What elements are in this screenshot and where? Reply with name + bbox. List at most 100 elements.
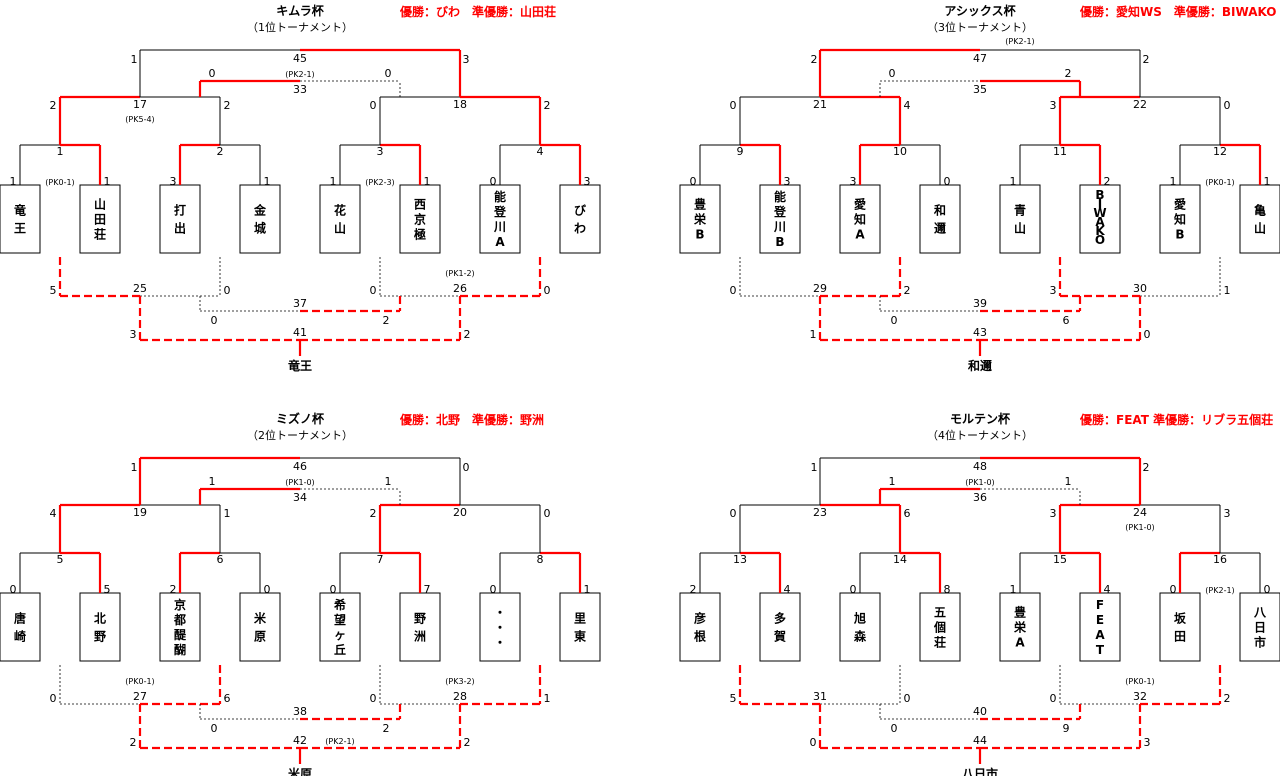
- team-box: [319, 184, 361, 254]
- match-number: 39: [973, 297, 987, 310]
- team-box: [999, 592, 1041, 662]
- match-number: 12: [1213, 145, 1227, 158]
- team-box: [1159, 184, 1201, 254]
- pk-result: (PK0-1): [125, 677, 154, 686]
- team-score: 8: [944, 583, 951, 596]
- match-score: 6: [1063, 314, 1070, 327]
- match-score: 2: [1143, 53, 1150, 66]
- team-box: [679, 184, 721, 254]
- team-score: 2: [690, 583, 697, 596]
- team-name: 打出: [174, 202, 186, 235]
- team-name: 彦根: [694, 610, 706, 643]
- team-box: [79, 184, 121, 254]
- match-number: 7: [377, 553, 384, 566]
- match-number: 32: [1133, 690, 1147, 703]
- team-score: 1: [10, 175, 17, 188]
- winners-text: 優勝：びわ 準優勝：山田荘: [399, 4, 556, 19]
- team-name: 野洲: [414, 611, 426, 643]
- match-score: 0: [209, 67, 216, 80]
- match-score: 1: [209, 475, 216, 488]
- match-score: 0: [730, 99, 737, 112]
- match-score: 6: [224, 692, 231, 705]
- team-name: 坂田: [1174, 610, 1187, 643]
- bracket-subtitle: （2位トーナメント）: [247, 428, 353, 442]
- match-score: 2: [130, 736, 137, 749]
- match-score: 3: [1050, 99, 1057, 112]
- match-number: 25: [133, 282, 147, 295]
- team-box: [839, 184, 881, 254]
- match-score: 3: [1144, 736, 1151, 749]
- match-score: 0: [730, 284, 737, 297]
- team-name: 竜王: [14, 202, 26, 235]
- match-score: 2: [50, 99, 57, 112]
- match-number: 46: [293, 460, 307, 473]
- team-score: 3: [850, 175, 857, 188]
- match-number: 10: [893, 145, 907, 158]
- bracket-subtitle: （1位トーナメント）: [247, 20, 353, 34]
- pk-result: (PK3-2): [445, 677, 474, 686]
- team-box: [759, 184, 801, 254]
- match-number: 20: [453, 506, 467, 519]
- team-box: [239, 184, 281, 254]
- bracket-title: キムラ杯: [276, 3, 324, 18]
- team-score: 2: [170, 583, 177, 596]
- team-score: 0: [264, 583, 271, 596]
- match-score: 3: [463, 53, 470, 66]
- winners-text: 優勝：北野 準優勝：野洲: [399, 412, 544, 427]
- match-score: 4: [50, 507, 57, 520]
- match-score: 0: [730, 507, 737, 520]
- match-number: 9: [737, 145, 744, 158]
- match-score: 2: [383, 314, 390, 327]
- match-score: 0: [1144, 328, 1151, 341]
- match-number: 17: [133, 98, 147, 111]
- pk-result: (PK0-1): [1125, 677, 1154, 686]
- match-number: 45: [293, 52, 307, 65]
- match-number: 33: [293, 83, 307, 96]
- match-score: 1: [131, 461, 138, 474]
- match-number: 48: [973, 460, 987, 473]
- match-number: 11: [1053, 145, 1067, 158]
- pk-result: (PK0-1): [1205, 178, 1234, 187]
- team-name: 多賀: [773, 610, 786, 643]
- match-score: 2: [904, 284, 911, 297]
- team-name: 五個荘: [933, 605, 946, 649]
- team-score: 0: [944, 175, 951, 188]
- match-score: 2: [464, 328, 471, 341]
- match-score: 0: [544, 284, 551, 297]
- team-name: 花山: [334, 202, 346, 235]
- match-number: 14: [893, 553, 907, 566]
- bracket-title: アシックス杯: [944, 3, 1016, 18]
- match-score: 3: [1050, 507, 1057, 520]
- bracket-title: ミズノ杯: [276, 411, 325, 426]
- match-number: 22: [1133, 98, 1147, 111]
- team-score: 2: [1104, 175, 1111, 188]
- match-number: 1: [57, 145, 64, 158]
- team-score: 0: [490, 175, 497, 188]
- team-score: 1: [104, 175, 111, 188]
- match-score: 1: [131, 53, 138, 66]
- bracket-title: モルテン杯: [950, 411, 1011, 426]
- team-box: [679, 592, 721, 662]
- team-box: [1079, 592, 1121, 662]
- team-score: 3: [584, 175, 591, 188]
- pk-result: (PK2-1): [1005, 37, 1034, 46]
- match-score: 0: [904, 692, 911, 705]
- match-number: 24: [1133, 506, 1147, 519]
- match-score: 5: [50, 284, 57, 297]
- team-name: 山田荘: [94, 196, 106, 241]
- team-score: 1: [1170, 175, 1177, 188]
- team-score: 1: [1264, 175, 1271, 188]
- match-score: 0: [1050, 692, 1057, 705]
- match-number: 3: [377, 145, 384, 158]
- bracket-subtitle: （3位トーナメント）: [927, 20, 1033, 34]
- match-number: 21: [813, 98, 827, 111]
- match-number: 47: [973, 52, 987, 65]
- match-score: 2: [1224, 692, 1231, 705]
- match-score: 2: [1143, 461, 1150, 474]
- team-name: 八日市: [1253, 605, 1267, 649]
